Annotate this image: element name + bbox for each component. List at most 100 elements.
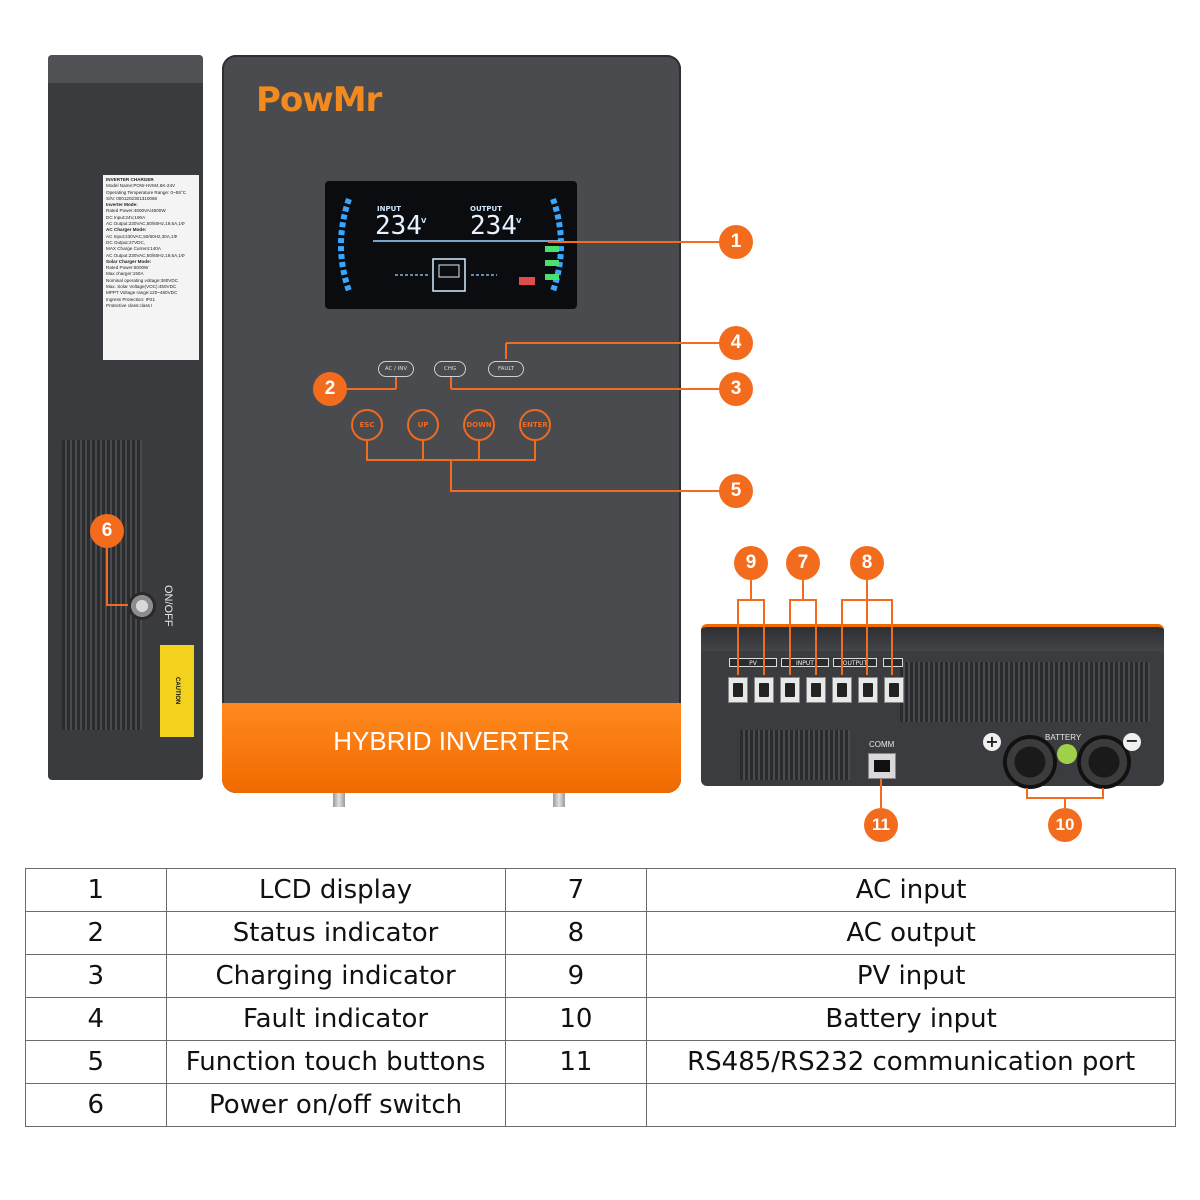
table-description-cell <box>646 1083 1176 1127</box>
table-description-cell: Status indicator <box>165 911 506 955</box>
table-description-cell: Fault indicator <box>165 997 506 1041</box>
input-group-label: INPUT <box>781 658 829 667</box>
table-number-cell: 5 <box>25 1040 167 1084</box>
table-number-cell <box>504 1083 648 1127</box>
sticker-line: Solar Charger Mode: <box>106 258 152 264</box>
ground-terminal <box>884 677 904 703</box>
sticker-line: Max. Solar Voltage(VOC):450VDC <box>106 284 177 290</box>
table-description-cell: Power on/off switch <box>165 1083 506 1127</box>
table-number-cell: 3 <box>25 954 167 998</box>
callout-5: 5 <box>719 474 753 508</box>
callout-6: 6 <box>90 514 124 548</box>
table-number-cell: 9 <box>504 954 648 998</box>
lcd-output-value: 234 <box>470 211 517 241</box>
sticker-line: Inverter Mode: <box>106 202 138 208</box>
pv-terminal-neg <box>754 677 774 703</box>
power-switch[interactable] <box>128 592 156 620</box>
lcd-input-value: 234 <box>375 211 422 241</box>
callout-10: 10 <box>1048 808 1082 842</box>
battery-terminal-neg[interactable] <box>1077 735 1131 789</box>
sticker-line: Rated Power:6000W <box>106 265 149 271</box>
callout-1: 1 <box>719 225 753 259</box>
table-number-cell: 4 <box>25 997 167 1041</box>
enter-button[interactable]: ENTER <box>519 409 551 441</box>
battery-terminal-pos[interactable] <box>1003 735 1057 789</box>
comm-label: COMM <box>869 740 895 749</box>
lcd-display: INPUT 234 V OUTPUT 234 V <box>325 181 577 309</box>
table-description-cell: LCD display <box>165 868 506 912</box>
side-vent <box>62 440 142 730</box>
table-number-cell: 1 <box>25 868 167 912</box>
brand-logo: PowMr <box>256 80 382 120</box>
esc-button[interactable]: ESC <box>351 409 383 441</box>
sticker-line: MPPT Voltage range:120~450VDC <box>106 290 178 296</box>
front-foot-right <box>553 793 565 807</box>
lcd-output-unit: V <box>516 217 522 225</box>
sticker-line: AC Output:230VAC,50/60Hz,19.5A,1Φ <box>106 221 185 227</box>
fault-indicator: FAULT <box>488 361 524 377</box>
table-number-cell: 10 <box>504 997 648 1041</box>
callout-4: 4 <box>719 326 753 360</box>
charging-indicator: CHG <box>434 361 466 377</box>
caution-sticker <box>160 645 194 737</box>
lcd-graphics <box>338 198 564 292</box>
sticker-line: Ingress Protection: IP21 <box>106 296 156 302</box>
table-number-cell: 6 <box>25 1083 167 1127</box>
sticker-line: Max charger:150A <box>106 271 144 277</box>
bottom-vent-left <box>740 730 850 780</box>
sticker-line: AC Input:230VAC,50/60Hz,30A,1Φ <box>106 233 178 239</box>
on-off-label: ON/OFF <box>162 585 174 627</box>
callout-7: 7 <box>786 546 820 580</box>
sticker-line: MAX Charge Current:140A <box>106 246 161 252</box>
front-foot-left <box>333 793 345 807</box>
table-description-cell: Function touch buttons <box>165 1040 506 1084</box>
output-group-label: OUTPUT <box>833 658 877 667</box>
battery-label: BATTERY <box>1045 733 1082 742</box>
down-button[interactable]: DOWN <box>463 409 495 441</box>
ac-input-terminal-n <box>806 677 826 703</box>
table-number-cell: 8 <box>504 911 648 955</box>
lcd-output-label: OUTPUT <box>470 205 502 213</box>
table-number-cell: 7 <box>504 868 648 912</box>
pv-terminal-pos <box>728 677 748 703</box>
callout-9: 9 <box>734 546 768 580</box>
table-description-cell: AC output <box>646 911 1176 955</box>
inverter-front-view <box>222 55 681 793</box>
battery-sticker <box>1057 744 1077 764</box>
table-description-cell: Charging indicator <box>165 954 506 998</box>
sticker-line: Protective class:class I <box>106 302 153 308</box>
table-number-cell: 2 <box>25 911 167 955</box>
table-number-cell: 11 <box>504 1040 648 1084</box>
sticker-line: S/N: 0001202301310086 <box>106 195 158 201</box>
up-button[interactable]: UP <box>407 409 439 441</box>
callout-2: 2 <box>313 372 347 406</box>
comm-port[interactable] <box>868 753 896 779</box>
bottom-vent <box>900 662 1150 722</box>
ac-input-terminal-l <box>780 677 800 703</box>
minus-icon: − <box>1123 733 1141 751</box>
side-top-cap <box>48 55 203 83</box>
bottom-top-edge <box>701 624 1164 651</box>
sticker-line: Nominal operating voltage:360VDC <box>106 277 179 283</box>
status-indicator: AC / INV <box>378 361 414 377</box>
callout-8: 8 <box>850 546 884 580</box>
plus-icon: + <box>983 733 1001 751</box>
callout-3: 3 <box>719 372 753 406</box>
callout-11: 11 <box>864 808 898 842</box>
lcd-input-label: INPUT <box>377 205 402 213</box>
front-orange-band <box>222 703 681 793</box>
sticker-line: AC Charger Mode: <box>106 227 147 233</box>
ac-output-terminal-l <box>858 677 878 703</box>
sticker-line: DC Input:24V,190A <box>106 214 146 220</box>
table-description-cell: AC input <box>646 868 1176 912</box>
pv-group-label: PV <box>729 658 777 667</box>
sticker-line: DC Output:27VDC, <box>106 239 146 245</box>
